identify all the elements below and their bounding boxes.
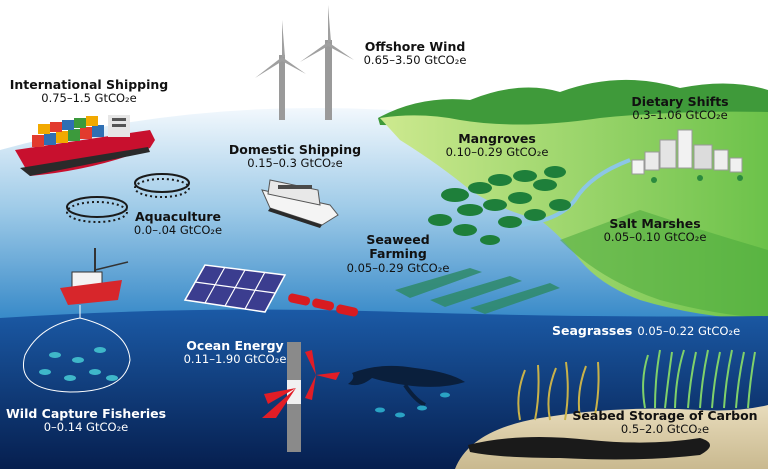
tidal-turbine-icon (262, 342, 340, 452)
whale-icon (348, 365, 465, 407)
seaweed-farming-value: 0.05–0.29 GtCO₂e (346, 260, 450, 275)
international-shipping-title: International Shipping (9, 77, 169, 92)
seaweed-farming-title-line2: Farming (369, 246, 427, 262)
mangroves-title: Mangroves (458, 131, 536, 146)
seagrasses-title: Seagrasses (552, 323, 633, 338)
ocean-energy-value: 0.11–1.90 GtCO₂e (183, 352, 287, 367)
city-icon (631, 129, 743, 183)
ferry-icon (261, 179, 339, 228)
dietary-shifts-title: Dietary Shifts (631, 94, 729, 109)
label-ocean-energy: Ocean Energy 0.11–1.90 GtCO₂e (170, 338, 300, 367)
fish-school-deep (375, 392, 450, 418)
domestic-shipping-title: Domestic Shipping (228, 142, 362, 157)
aquaculture-title: Aquaculture (134, 209, 222, 224)
salt-marshes-value: 0.05–0.10 GtCO₂e (603, 230, 707, 245)
wind-turbine-icon (255, 5, 354, 120)
kelp-icon (517, 361, 600, 421)
international-shipping-value: 0.75–1.5 GtCO₂e (41, 91, 137, 106)
seabed-storage-title: Seabed Storage of Carbon (572, 408, 758, 423)
label-seabed-storage: Seabed Storage of Carbon 0.5–2.0 GtCO₂e (570, 408, 760, 437)
offshore-wind-value: 0.65–3.50 GtCO₂e (363, 53, 467, 68)
dietary-shifts-value: 0.3–1.06 GtCO₂e (632, 108, 728, 123)
mangrove-icon (428, 166, 571, 245)
seabed-storage-value: 0.5–2.0 GtCO₂e (620, 422, 710, 437)
offshore-wind-title: Offshore Wind (364, 39, 466, 54)
fishing-net (23, 317, 131, 393)
ocean-energy-title: Ocean Energy (186, 338, 284, 353)
domestic-shipping-value: 0.15–0.3 GtCO₂e (247, 156, 343, 171)
container-ship-icon (15, 115, 155, 176)
wave-energy-icon (288, 293, 359, 317)
seaweed-farm-icon (395, 268, 560, 314)
wild-capture-fisheries-title: Wild Capture Fisheries (6, 406, 167, 421)
river (519, 158, 631, 227)
label-international-shipping: International Shipping 0.75–1.5 GtCO₂e (4, 77, 174, 106)
label-dietary-shifts: Dietary Shifts 0.3–1.06 GtCO₂e (615, 94, 745, 123)
label-salt-marshes: Salt Marshes 0.05–0.10 GtCO₂e (590, 216, 720, 245)
wild-capture-fisheries-value: 0–0.14 GtCO₂e (43, 420, 129, 435)
seagrasses-value: 0.05–0.22 GtCO₂e (637, 324, 741, 338)
aquaculture-value: 0.0–.04 GtCO₂e (133, 223, 223, 238)
label-domestic-shipping: Domestic Shipping 0.15–0.3 GtCO₂e (225, 142, 365, 171)
label-seagrasses: Seagrasses 0.05–0.22 GtCO₂e (552, 321, 752, 339)
label-aquaculture: Aquaculture 0.0–.04 GtCO₂e (118, 209, 238, 238)
fish-school-icon (39, 347, 118, 381)
seagrass-icon (642, 349, 756, 409)
solar-panel-icon (183, 264, 287, 313)
coast-land-shadow (560, 210, 768, 318)
mangroves-value: 0.10–0.29 GtCO₂e (445, 145, 549, 160)
label-wild-capture-fisheries: Wild Capture Fisheries 0–0.14 GtCO₂e (6, 406, 167, 435)
salt-marshes-title: Salt Marshes (609, 216, 701, 231)
seaweed-farming-title-line1: Seaweed (366, 232, 430, 247)
label-offshore-wind: Offshore Wind 0.65–3.50 GtCO₂e (350, 39, 480, 68)
label-seaweed-farming: Seaweed Farming 0.05–0.29 GtCO₂e (338, 232, 458, 275)
aquaculture-pen-icon (66, 173, 190, 223)
fishing-boat-icon (60, 248, 129, 318)
carbon-storage-icon (468, 436, 710, 460)
label-mangroves: Mangroves 0.10–0.29 GtCO₂e (432, 131, 562, 160)
